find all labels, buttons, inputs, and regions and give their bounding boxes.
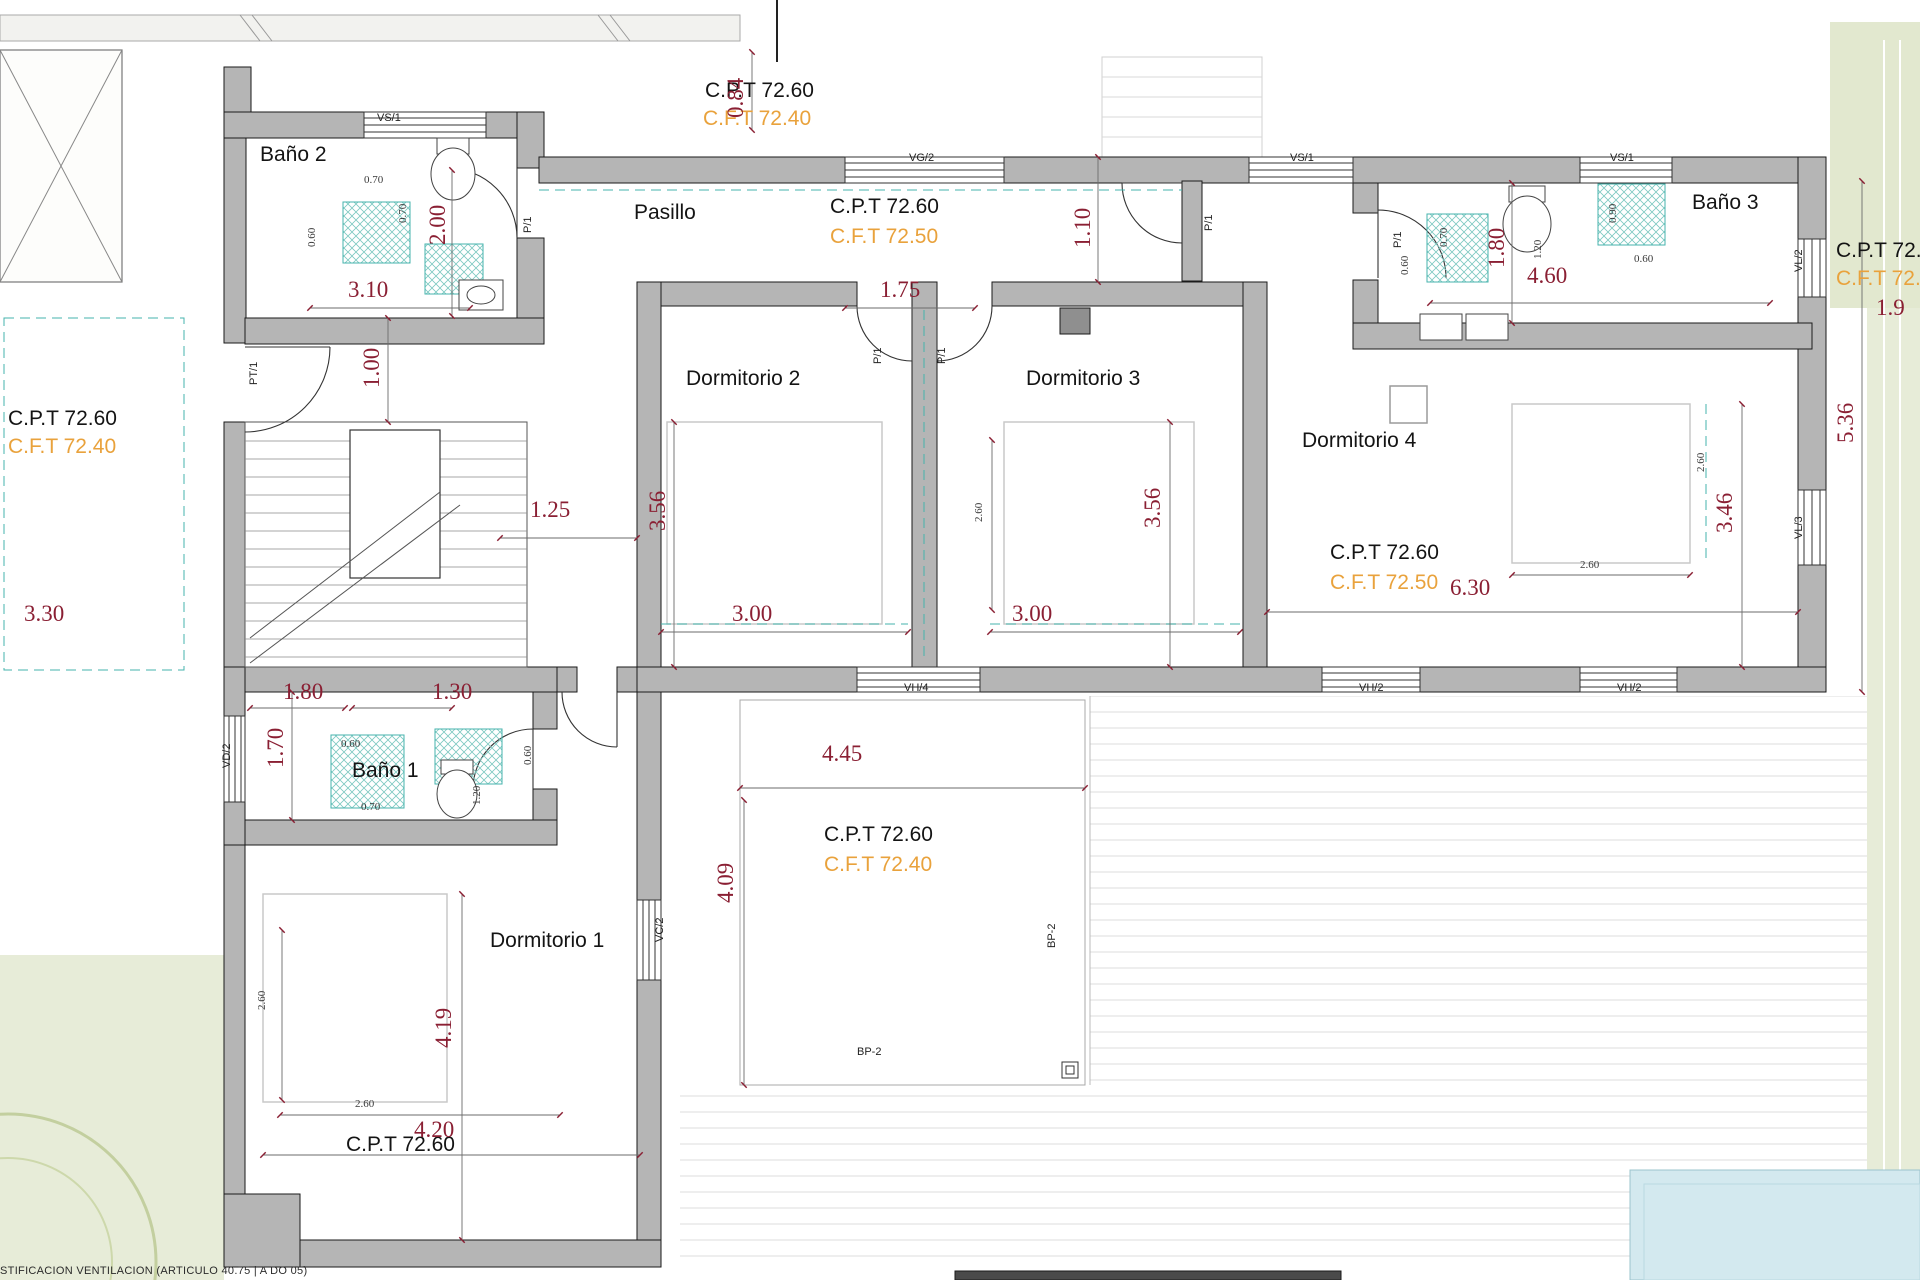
footnote-text: JUSTIFICACION VENTILACION (ARTICULO 40.7… <box>0 1265 308 1277</box>
room-label-pasillo: Pasillo <box>634 201 696 224</box>
window-tag-vs1-pasillo: VS/1 <box>1290 152 1314 164</box>
window-tag-vl2: VL/2 <box>1793 249 1805 272</box>
dim-2-00: 2.00 <box>425 204 450 245</box>
dim-small-banio3-090: 0.90 <box>1607 203 1619 223</box>
level-cft-right: C.F.T 72.40 <box>1836 267 1920 290</box>
skylight-box <box>0 49 252 283</box>
window-tag-vc2: VC/2 <box>654 917 666 942</box>
guide-dashed-lines <box>3 189 1707 671</box>
door-tag-p1-dorm3: P/1 <box>936 347 948 364</box>
door-tag-p1-banio3: P/1 <box>1392 231 1404 248</box>
dim-small-banio3-070: 0.70 <box>1438 227 1450 247</box>
pavement-tag-bp2-b: BP-2 <box>857 1046 882 1058</box>
dim-small-banio3-060b: 0.60 <box>1634 253 1654 265</box>
door-tag-pt1: PT/1 <box>248 361 260 385</box>
walls <box>223 111 1827 1280</box>
dim-1-80-banio3: 1.80 <box>1484 227 1509 268</box>
level-cpt-bottom: C.P.T 72.60 <box>346 1133 455 1156</box>
level-cpt-right: C.P.T 72.60 <box>1836 239 1920 262</box>
dim-4-20: 4.20 <box>414 1117 455 1142</box>
level-cpt-top: C.P.T 72.60 <box>705 79 814 102</box>
dim-small-banio2-070b: 0.70 <box>397 203 409 223</box>
dim-0-84: 0.84 <box>723 77 748 118</box>
room-label-dorm2: Dormitorio 2 <box>686 367 801 390</box>
dim-1-75: 1.75 <box>880 277 921 302</box>
level-cpt-dorm4: C.P.T 72.60 <box>1330 541 1439 564</box>
room-label-banio1: Baño 1 <box>352 759 419 782</box>
dim-1-9-clipped: 1.9 <box>1876 295 1905 320</box>
dim-small-banio3-120: 1.20 <box>1532 239 1544 259</box>
room-label-banio3: Baño 3 <box>1692 191 1759 214</box>
dim-1-10: 1.10 <box>1070 207 1095 248</box>
level-cft-pasillo: C.F.T 72.50 <box>830 225 939 248</box>
level-cpt-left: C.P.T 72.60 <box>8 407 117 430</box>
window-tag-vs1-banio2: VS/1 <box>377 112 401 124</box>
level-cft-terrace: C.F.T 72.40 <box>824 853 933 876</box>
dim-small-2-60-dorm4-v: 2.60 <box>1695 452 1707 472</box>
pool <box>1629 1169 1920 1280</box>
dim-4-60: 4.60 <box>1527 263 1568 288</box>
dim-small-2-60-dorm1-v: 2.60 <box>256 990 268 1010</box>
room-label-dorm4: Dormitorio 4 <box>1302 429 1417 452</box>
dim-6-30: 6.30 <box>1450 575 1491 600</box>
window-tag-vl3: VL/3 <box>1793 516 1805 539</box>
dim-3-10: 3.10 <box>348 277 389 302</box>
dim-small-banio1-060a: 0.60 <box>341 738 361 750</box>
level-cft-dorm4: C.F.T 72.50 <box>1330 571 1439 594</box>
room-label-dorm3: Dormitorio 3 <box>1026 367 1141 390</box>
dim-3-00-dorm2: 3.00 <box>732 601 773 626</box>
stairs <box>244 421 528 668</box>
door-tag-p1-dorm2: P/1 <box>872 347 884 364</box>
level-cpt-terrace: C.P.T 72.60 <box>824 823 933 846</box>
room-label-dorm1: Dormitorio 1 <box>490 929 605 952</box>
terrace-pavement-square <box>739 699 1086 1086</box>
dim-1-00: 1.00 <box>359 347 384 388</box>
dim-1-25: 1.25 <box>530 497 571 522</box>
pergola-lines <box>1101 56 1263 158</box>
dim-3-30: 3.30 <box>24 601 65 626</box>
dim-small-banio1-120: 1.20 <box>471 785 483 805</box>
garden-areas <box>0 22 1920 1280</box>
dim-small-banio1-070: 0.70 <box>361 801 381 813</box>
dim-4-09: 4.09 <box>713 862 738 903</box>
dim-small-banio1-060b: 0.60 <box>522 745 534 765</box>
level-cpt-pasillo: C.P.T 72.60 <box>830 195 939 218</box>
level-cft-top: C.F.T 72.40 <box>703 107 812 130</box>
window-tag-vh2-b: VH/2 <box>1617 682 1642 694</box>
dim-small-2-60-dorm1: 2.60 <box>355 1098 375 1110</box>
window-tag-vh4: VH/4 <box>904 682 929 694</box>
window-tag-vg2: VG/2 <box>909 152 935 164</box>
window-tag-vh2-a: VH/2 <box>1359 682 1384 694</box>
pavement-tag-bp2-a: BP-2 <box>1046 923 1058 948</box>
dim-5-36: 5.36 <box>1833 402 1858 443</box>
window-tag-vd2: VD/2 <box>221 743 233 768</box>
dim-1-30: 1.30 <box>432 679 473 704</box>
dim-small-banio2-060: 0.60 <box>306 227 318 247</box>
dim-small-2-60-dorm4: 2.60 <box>1580 559 1600 571</box>
terrace-decking <box>680 696 1867 1270</box>
dim-4-45: 4.45 <box>822 741 863 766</box>
sinks <box>458 279 1509 341</box>
dim-4-19: 4.19 <box>431 1007 456 1048</box>
dimension-lines <box>246 48 1866 1244</box>
dim-3-56-dorm3: 3.56 <box>1140 487 1165 528</box>
window-tag-vs1-banio3: VS/1 <box>1610 152 1634 164</box>
dim-3-46: 3.46 <box>1712 492 1737 533</box>
door-tag-p1-pasillo: P/1 <box>1203 214 1215 231</box>
level-cft-left: C.F.T 72.40 <box>8 435 117 458</box>
roof-beam-top <box>0 0 778 62</box>
room-label-banio2: Baño 2 <box>260 143 327 166</box>
dim-3-00-dorm3: 3.00 <box>1012 601 1053 626</box>
dim-1-80-banio1: 1.80 <box>283 679 324 704</box>
door-tag-p1-banio2: P/1 <box>522 216 534 233</box>
dim-small-banio3-060a: 0.60 <box>1399 255 1411 275</box>
windows <box>223 111 1827 981</box>
dim-3-56-dorm2: 3.56 <box>645 490 670 531</box>
dim-1-70: 1.70 <box>263 727 288 768</box>
dim-small-2-60-dorm3: 2.60 <box>973 502 985 522</box>
dim-small-banio2-070a: 0.70 <box>364 174 384 186</box>
